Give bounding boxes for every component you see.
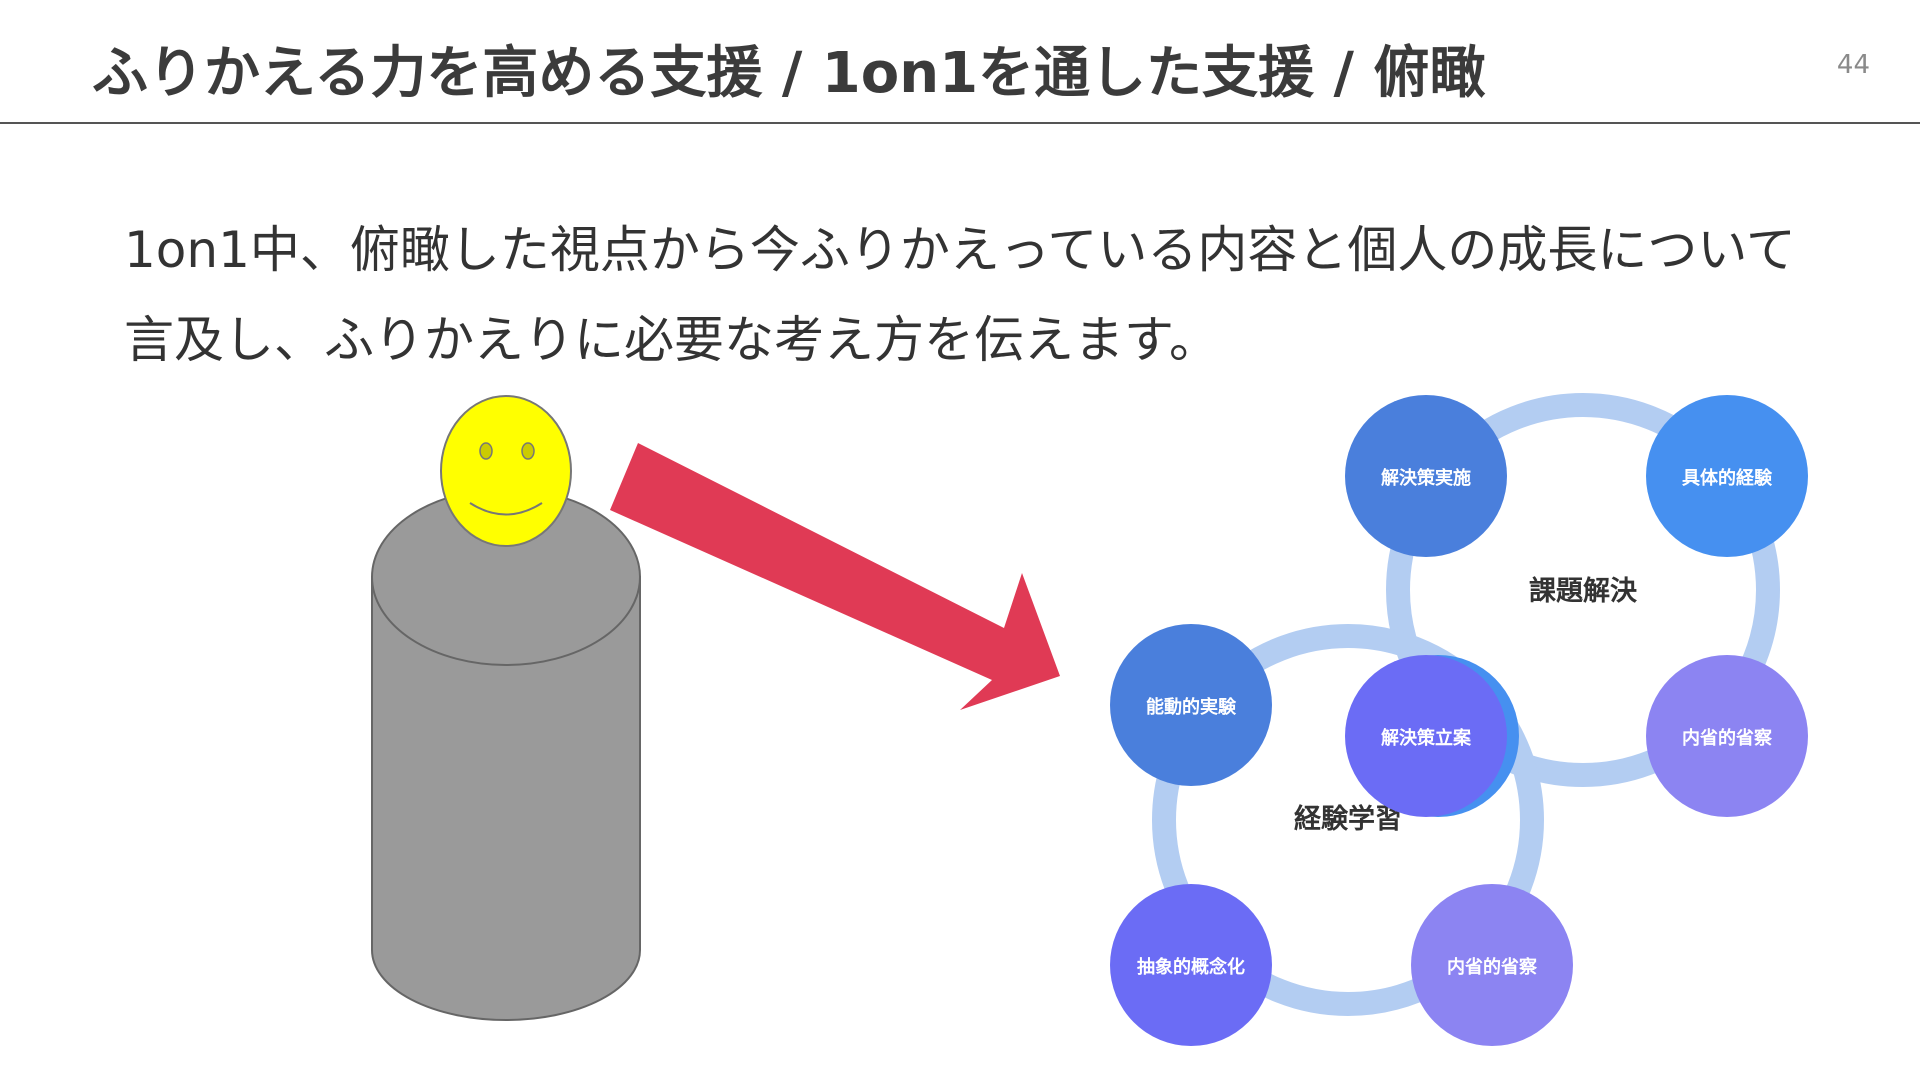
node-label: 具体的経験 (1682, 467, 1773, 489)
smiley-face (440, 395, 572, 547)
problem-solving-label: 課題解決 (1529, 575, 1638, 607)
cylinder-body (371, 576, 641, 1021)
smiley-left-eye (479, 442, 493, 460)
body-line-1: 1on1中、俯瞰した視点から今ふりかえっている内容と個人の成長について (124, 221, 1796, 279)
node-reflective-observation-lower: 内省的省察 (1411, 884, 1573, 1046)
smiley-right-eye (521, 442, 535, 460)
node-label: 抽象的概念化 (1137, 956, 1245, 978)
node-solution-planning: 解決策立案 (1345, 655, 1519, 817)
smiley-mouth (469, 502, 543, 516)
slide-title: ふりかえる力を高める支援 / 1on1を通した支援 / 俯瞰 (92, 41, 1486, 106)
node-reflective-observation-upper: 内省的省察 (1646, 655, 1808, 817)
node-active-experimentation: 能動的実験 (1110, 624, 1272, 786)
node-concrete-experience: 具体的経験 (1646, 395, 1808, 557)
body-line-2: 言及し、ふりかえりに必要な考え方を伝えます。 (124, 311, 1219, 369)
problem-solving-ring (1386, 393, 1780, 787)
overview-figure: 課題解決 経験学習 解決策実施 具体的経験 内省的省察 能動的実験 抽象的概念化… (371, 393, 1808, 1046)
node-label: 内省的省察 (1682, 727, 1773, 749)
node-abstract-conceptualization: 抽象的概念化 (1110, 884, 1272, 1046)
node-label: 解決策実施 (1381, 467, 1471, 489)
node-label: 内省的省察 (1447, 956, 1538, 978)
node-label: 能動的実験 (1146, 696, 1237, 718)
node-label: 解決策立案 (1381, 727, 1472, 749)
page-number: 44 (1836, 50, 1870, 80)
experiential-learning-ring (1152, 624, 1544, 1016)
title-divider (0, 122, 1920, 124)
body-text: 1on1中、俯瞰した視点から今ふりかえっている内容と個人の成長について 言及し、… (124, 205, 1824, 385)
cylinder-platform (371, 488, 641, 1021)
smiley-person (440, 395, 572, 547)
node-solution-implementation: 解決策実施 (1345, 395, 1507, 557)
overview-arrow (610, 443, 1060, 710)
experiential-learning-label: 経験学習 (1294, 803, 1402, 835)
